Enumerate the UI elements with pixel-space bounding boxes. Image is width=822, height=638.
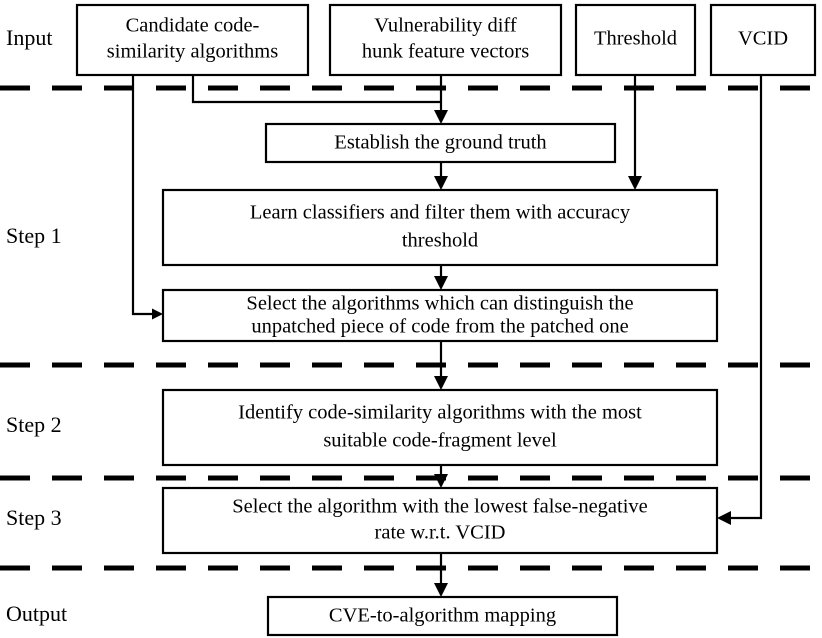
box-vcid-label: VCID xyxy=(738,28,788,50)
arrowhead-into-identify xyxy=(434,376,448,390)
box-candidate-algorithms-line-1: Candidate code- xyxy=(126,15,260,37)
arrowhead-into-establish xyxy=(434,110,448,124)
stage-label-step2: Step 2 xyxy=(6,412,62,437)
box-establish-ground-truth[interactable]: Establish the ground truth xyxy=(264,122,617,164)
box-learn-classifiers-line-2: threshold xyxy=(402,230,478,252)
arrowhead-into-mapping xyxy=(434,583,448,597)
arrowhead-into-select-lowest-fn xyxy=(434,474,448,488)
arrowhead-vcid-into-select-lowest-fn xyxy=(717,511,731,525)
box-select-lowest-fn-line-2: rate w.r.t. VCID xyxy=(375,522,506,544)
arrowhead-threshold-into-learn xyxy=(628,176,642,190)
box-identify-code-similarity-line-2: suitable code-fragment level xyxy=(323,430,557,452)
box-vulnerability-vectors-line-2: hunk feature vectors xyxy=(362,41,529,63)
box-vulnerability-vectors-line-1: Vulnerability diff xyxy=(374,15,517,37)
box-candidate-algorithms-line-2: similarity algorithms xyxy=(107,41,278,63)
box-threshold-label: Threshold xyxy=(594,28,677,50)
stage-label-step1: Step 1 xyxy=(6,223,62,248)
box-learn-classifiers-line-1: Learn classifiers and filter them with a… xyxy=(250,202,631,224)
box-cve-to-algorithm-mapping[interactable]: CVE-to-algorithm mapping xyxy=(266,595,619,637)
arrowhead-learn-into-select-algorithms xyxy=(434,276,448,290)
box-establish-ground-truth-label: Establish the ground truth xyxy=(334,132,546,154)
box-vulnerability-vectors[interactable]: Vulnerability diff hunk feature vectors xyxy=(328,3,563,77)
edge-candidate-to-select-algorithms xyxy=(131,75,155,316)
edge-vcid-to-select-lowest-fn xyxy=(729,75,763,520)
stage-label-output: Output xyxy=(6,601,67,626)
box-threshold[interactable]: Threshold xyxy=(574,3,697,77)
edge-candidate-to-establish xyxy=(191,75,441,104)
box-identify-code-similarity[interactable]: Identify code-similarity algorithms with… xyxy=(161,388,719,467)
box-select-lowest-fn[interactable]: Select the algorithm with the lowest fal… xyxy=(161,486,719,555)
box-learn-classifiers[interactable]: Learn classifiers and filter them with a… xyxy=(161,188,719,267)
box-select-algorithms-line-1: Select the algorithms which can distingu… xyxy=(246,293,633,315)
box-vcid[interactable]: VCID xyxy=(709,3,817,77)
box-select-algorithms-line-2: unpatched piece of code from the patched… xyxy=(251,316,628,338)
stage-label-step3: Step 3 xyxy=(6,505,62,530)
box-identify-code-similarity-line-1: Identify code-similarity algorithms with… xyxy=(238,402,642,424)
box-cve-to-algorithm-mapping-label: CVE-to-algorithm mapping xyxy=(329,605,556,627)
box-candidate-algorithms[interactable]: Candidate code- similarity algorithms xyxy=(75,3,310,77)
arrowhead-establish-into-learn xyxy=(434,176,448,190)
stage-label-input: Input xyxy=(6,25,52,50)
box-select-algorithms[interactable]: Select the algorithms which can distingu… xyxy=(161,288,719,343)
box-select-lowest-fn-line-1: Select the algorithm with the lowest fal… xyxy=(232,496,648,518)
arrowhead-into-select-algorithms xyxy=(152,308,163,320)
